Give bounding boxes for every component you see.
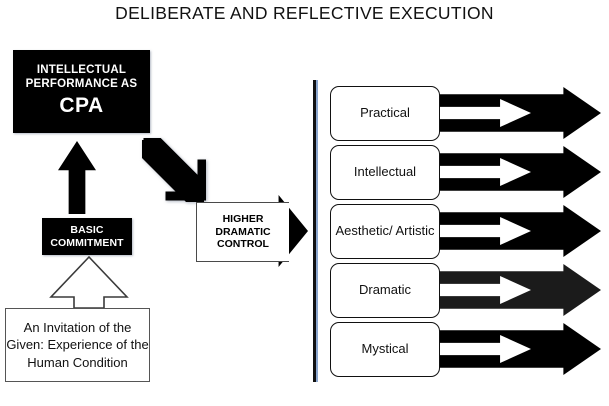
mode-row: Mystical [330, 322, 601, 378]
mode-box-mystical[interactable]: Mystical [330, 322, 440, 377]
hollow-up-arrow-icon [49, 255, 129, 309]
cpa-box-line2: CPA [59, 94, 104, 118]
mode-row: Practical [330, 86, 601, 142]
intellectual-performance-box: INTELLECTUAL PERFORMANCE AS CPA [13, 50, 150, 133]
vertical-divider [313, 80, 318, 382]
invitation-label: An Invitation of the Given: Experience o… [6, 320, 149, 370]
invitation-box: An Invitation of the Given: Experience o… [5, 308, 150, 382]
page-title: DELIBERATE AND REFLECTIVE EXECUTION [115, 3, 494, 23]
mode-label: Dramatic [358, 282, 411, 298]
mode-box-practical[interactable]: Practical [330, 86, 440, 141]
mode-row: Aesthetic/ Artistic [330, 204, 601, 260]
mode-label: Mystical [361, 341, 409, 357]
mode-box-dramatic[interactable]: Dramatic [330, 263, 440, 318]
higher-dramatic-control-group: HIGHER DRAMATIC CONTROL [196, 195, 308, 267]
mode-label: Intellectual [353, 164, 417, 180]
cpa-box-line1: INTELLECTUAL PERFORMANCE AS [25, 64, 138, 90]
mode-row: Dramatic [330, 263, 601, 319]
mode-label: Aesthetic/ Artistic [335, 223, 435, 239]
higher-dramatic-control-label: HIGHER DRAMATIC CONTROL [196, 202, 289, 262]
mode-box-intellectual[interactable]: Intellectual [330, 145, 440, 200]
basic-commitment-label: BASIC COMMITMENT [50, 224, 124, 249]
diagonal-down-right-arrow-icon [142, 138, 206, 202]
up-arrow-icon [58, 141, 96, 214]
mode-box-aesthetic-artistic[interactable]: Aesthetic/ Artistic [330, 204, 440, 259]
mode-label: Practical [360, 105, 410, 121]
basic-commitment-box: BASIC COMMITMENT [42, 218, 132, 255]
mode-row: Intellectual [330, 145, 601, 201]
